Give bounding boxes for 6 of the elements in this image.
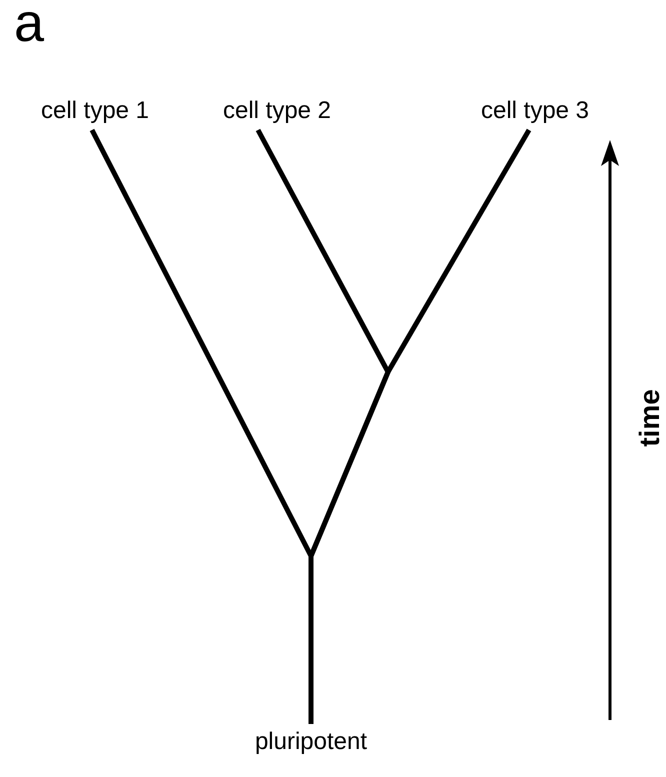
panel-letter: a [14,0,44,50]
axis-label: time [633,388,666,449]
node-label: cell type 2 [197,92,357,130]
node-label: cell type 1 [15,92,175,130]
node-label: pluripotent [231,724,391,760]
node-label: cell type 3 [455,92,615,130]
